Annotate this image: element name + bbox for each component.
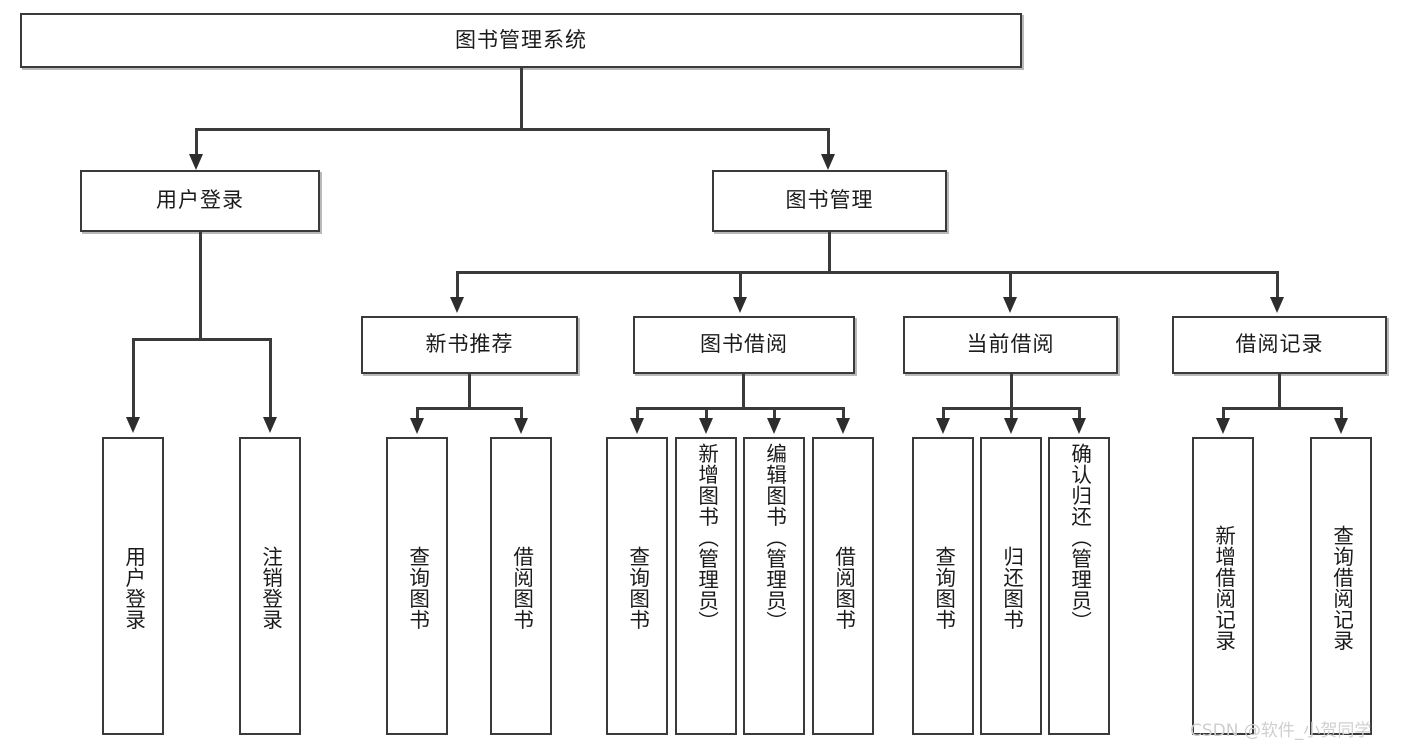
node-label: 借阅记录 [1235,332,1324,357]
node-label: 新书推荐 [425,332,514,357]
node-borrow-record[interactable]: 借阅记录 [1172,316,1387,374]
arrow-head-current-borrow-leaf-1 [936,418,950,434]
connector-borrow-record-drop-2 [1340,407,1343,420]
leaf-label: 归还图书 [999,546,1024,630]
connector-book-borrow-drop-2 [705,407,708,420]
leaf-user-login[interactable]: 用户登录 [102,437,164,735]
connector-borrow-record-stem [1278,374,1281,409]
connector-level2-drop-4 [1276,271,1279,299]
connector-level1-bus [196,128,830,131]
arrow-head-to-borrow-record [1270,297,1284,313]
arrow-head-to-user-login [189,154,203,170]
connector-level1-drop-right [827,128,830,156]
connector-current-borrow-drop-3 [1078,407,1081,420]
leaf-query-borrow-record[interactable]: 查询借阅记录 [1310,437,1372,735]
connector-user-login-drop-1 [132,338,135,419]
node-book-borrow[interactable]: 图书借阅 [633,316,855,374]
connector-level2-drop-1 [456,271,459,299]
connector-new-book-bus [417,407,522,410]
connector-book-borrow-drop-3 [773,407,776,420]
arrow-head-to-book-management [821,154,835,170]
connector-book-borrow-stem [742,374,745,409]
connector-level2-bus [457,271,1279,274]
connector-current-borrow-drop-1 [942,407,945,420]
arrow-head-to-current-borrow [1003,297,1017,313]
leaf-label: 用户登录 [121,546,146,630]
node-book-management[interactable]: 图书管理 [712,170,947,232]
connector-user-login-drop-2 [269,338,272,419]
arrow-head-to-book-borrow [733,297,747,313]
leaf-query-book-current[interactable]: 查询图书 [912,437,974,735]
leaf-label: 新增图书（管理员） [694,443,719,632]
arrow-head-book-borrow-leaf-2 [699,418,713,434]
leaf-label: 注销登录 [258,546,283,630]
arrow-head-borrow-record-leaf-2 [1334,418,1348,434]
connector-book-borrow-bus [637,407,845,410]
node-label: 当前借阅 [966,332,1055,357]
leaf-label: 借阅图书 [831,546,856,630]
leaf-confirm-return-admin[interactable]: 确认归还（管理员） [1048,437,1110,735]
leaf-label: 借阅图书 [509,546,534,630]
connector-root-stem [520,68,523,128]
arrow-head-borrow-record-leaf-1 [1216,418,1230,434]
node-label: 用户登录 [156,188,244,213]
arrow-head-current-borrow-leaf-2 [1004,418,1018,434]
connector-user-login-bus [133,338,271,341]
leaf-label: 查询图书 [405,546,430,630]
arrow-head-new-book-leaf-1 [410,418,424,434]
leaf-label: 确认归还（管理员） [1067,443,1092,632]
connector-book-borrow-drop-4 [842,407,845,420]
connector-borrow-record-bus [1223,407,1342,410]
leaf-label: 新增借阅记录 [1211,525,1236,651]
leaf-borrow-book[interactable]: 借阅图书 [812,437,874,735]
node-label: 图书借阅 [700,332,788,357]
leaf-logout[interactable]: 注销登录 [239,437,301,735]
leaf-borrow-book-recommend[interactable]: 借阅图书 [490,437,552,735]
leaf-label: 查询图书 [931,546,956,630]
connector-level1-drop-left [195,128,198,156]
arrow-head-to-new-book-recommend [450,297,464,313]
connector-new-book-stem [468,374,471,409]
leaf-add-borrow-record[interactable]: 新增借阅记录 [1192,437,1254,735]
node-label: 图书管理系统 [455,27,587,52]
arrow-head-book-borrow-leaf-3 [767,418,781,434]
arrow-head-current-borrow-leaf-3 [1072,418,1086,434]
leaf-label: 编辑图书（管理员） [762,443,787,632]
leaf-label: 查询借阅记录 [1329,525,1354,651]
leaf-query-book-borrow[interactable]: 查询图书 [606,437,668,735]
connector-book-management-stem [828,232,831,273]
connector-borrow-record-drop-1 [1222,407,1225,420]
connector-level2-drop-2 [739,271,742,299]
connector-new-book-drop-2 [520,407,523,420]
arrow-head-user-login-leaf-2 [263,417,277,433]
leaf-return-book[interactable]: 归还图书 [980,437,1042,735]
arrow-head-user-login-leaf-1 [126,417,140,433]
leaf-edit-book-admin[interactable]: 编辑图书（管理员） [743,437,805,735]
arrow-head-book-borrow-leaf-1 [630,418,644,434]
leaf-query-book-recommend[interactable]: 查询图书 [386,437,448,735]
connector-new-book-drop-1 [416,407,419,420]
connector-level2-drop-3 [1009,271,1012,299]
node-user-login[interactable]: 用户登录 [80,170,320,232]
connector-book-borrow-drop-1 [636,407,639,420]
node-current-borrow[interactable]: 当前借阅 [903,316,1118,374]
connector-current-borrow-drop-2 [1010,407,1013,420]
watermark-text: CSDN @软件_小贺同学 [1190,721,1372,741]
connector-current-borrow-stem [1010,374,1013,409]
node-book-management-system[interactable]: 图书管理系统 [20,13,1022,68]
arrow-head-new-book-leaf-2 [514,418,528,434]
node-label: 图书管理 [785,188,874,213]
arrow-head-book-borrow-leaf-4 [836,418,850,434]
node-new-book-recommend[interactable]: 新书推荐 [361,316,578,374]
connector-user-login-stem [199,232,202,340]
leaf-add-book-admin[interactable]: 新增图书（管理员） [675,437,737,735]
leaf-label: 查询图书 [625,546,650,630]
